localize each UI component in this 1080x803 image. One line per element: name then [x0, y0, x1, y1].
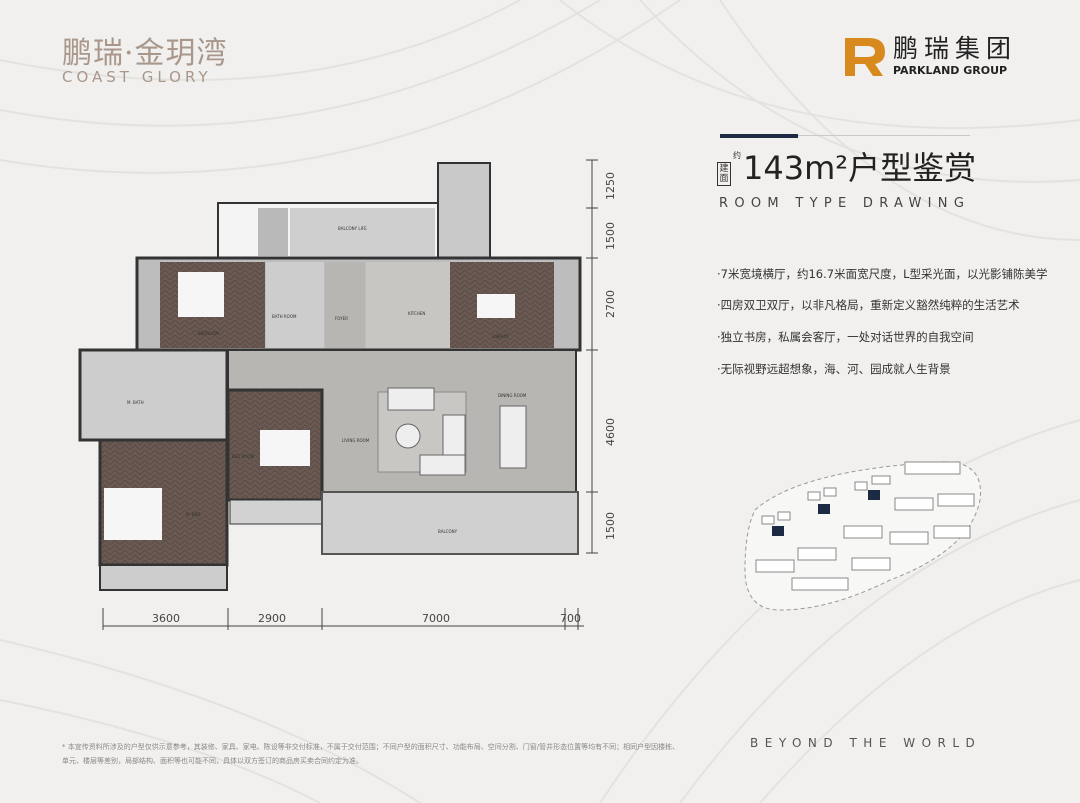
dimension-label: 2700: [604, 290, 617, 318]
highlighted-building-icon: [772, 490, 880, 536]
balcony-floor: [321, 491, 579, 555]
feature-item: ·四房双卫双厅，以非凡格局，重新定义豁然纯粹的生活艺术: [717, 298, 1020, 312]
disclaimer-text: * 本宣传资料所涉及的户型仅供示意参考，其装修、家具、家电、陈设等非交付标准，不…: [62, 743, 680, 765]
dimension-label: 3600: [152, 612, 180, 625]
dimension-label: 1500: [604, 222, 617, 250]
feature-item: ·独立书房，私属会客厅，一处对话世界的自我空间: [717, 330, 974, 344]
building-icon: [755, 461, 975, 591]
feature-item: ·7米宽境横厅，约16.7米面宽尺度，L型采光面，以光影铺陈美学: [717, 267, 1048, 281]
project-logo-cn: 鹏瑞·金玥湾: [62, 36, 228, 71]
divider-line: [798, 135, 970, 136]
room-label: BALCONY: [438, 529, 458, 534]
accent-bar: [720, 134, 798, 138]
master-bed-floor: [98, 438, 229, 567]
bathroom-floor: [266, 262, 324, 348]
room-label: M. BATH: [127, 400, 144, 405]
room-label: BATH ROOM: [272, 314, 297, 319]
area-tag-prefix: 约: [733, 151, 741, 160]
room-label: FOYER: [335, 316, 348, 321]
utility-shaft: [437, 162, 491, 259]
kitchen-floor: [366, 262, 450, 348]
feature-item: ·无际视野远超想象，海、河、园成就人生背景: [717, 362, 951, 376]
room-label: BED ROOM: [232, 454, 255, 459]
room-label: DINING ROOM: [498, 393, 527, 398]
room-label: LIBRARY: [492, 334, 509, 339]
title-text: 143m²户型鉴赏: [743, 149, 977, 187]
tagline: BEYOND THE WORLD: [750, 736, 982, 750]
dimension-label: 700: [560, 612, 581, 625]
room-label: KITCHEN: [408, 311, 425, 316]
dimension-label: 1250: [604, 172, 617, 200]
dimension-label: 4600: [604, 418, 617, 446]
page-title: 建面 约 143m²户型鉴赏: [717, 150, 976, 186]
room-label: M. BED: [186, 512, 200, 517]
developer-name-en: PARKLAND GROUP: [893, 64, 1008, 77]
dimension-label: 2900: [258, 612, 286, 625]
foyer-floor: [325, 262, 365, 348]
room-label: BEDROOM: [198, 331, 219, 336]
master-bath-floor: [78, 348, 229, 442]
room-label: BALCONY LIFE: [338, 226, 367, 231]
dimension-label: 1500: [604, 512, 617, 540]
developer-logo: 鹏瑞集团 PARKLAND GROUP: [845, 36, 1017, 77]
dimension-label: 7000: [422, 612, 450, 625]
area-tag: 建面: [717, 162, 731, 186]
room-label: LIVING ROOM: [342, 438, 370, 443]
parkland-logo-icon: [845, 37, 885, 76]
project-logo-en: COAST GLORY: [62, 68, 212, 86]
floor-plan: BALCONY LIFE BEDROOM BATH ROOM FOYER KIT…: [78, 159, 617, 630]
site-plan: [744, 461, 981, 611]
developer-name-cn: 鹏瑞集团: [893, 34, 1018, 63]
page-subtitle: ROOM TYPE DRAWING: [719, 196, 971, 211]
